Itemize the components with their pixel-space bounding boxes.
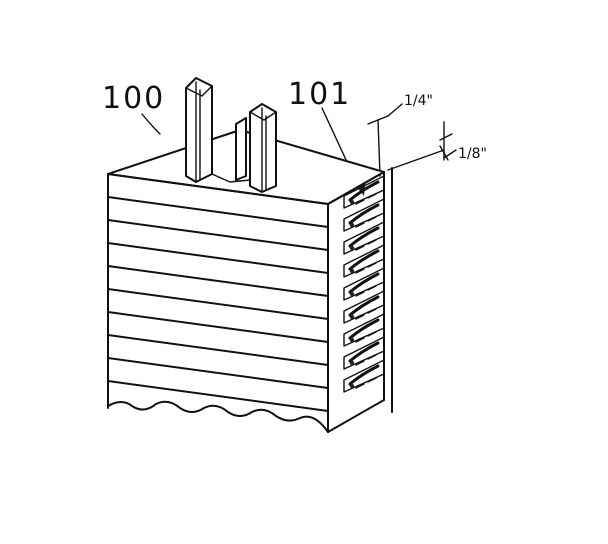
edge-tab xyxy=(343,313,385,347)
posts xyxy=(185,77,277,193)
edge-tab xyxy=(343,221,385,255)
dimension-marks xyxy=(367,103,457,177)
dimension-label-quarter-inch: 1/4" xyxy=(404,93,433,109)
reference-numeral-101: 101 xyxy=(288,77,351,112)
leader-line-100 xyxy=(141,113,161,135)
edge-tab xyxy=(343,359,385,393)
reference-numeral-100: 100 xyxy=(102,81,165,116)
stack-side-face xyxy=(327,167,393,433)
edge-tab xyxy=(343,175,385,209)
edge-tab xyxy=(343,244,385,278)
dimension-label-eighth-inch: 1/8" xyxy=(458,146,487,162)
edge-tab xyxy=(343,198,385,232)
edge-tabs xyxy=(343,175,385,393)
edge-tab xyxy=(343,290,385,324)
edge-tab xyxy=(343,267,385,301)
edge-tab xyxy=(343,336,385,370)
stack-front-face xyxy=(107,173,329,433)
